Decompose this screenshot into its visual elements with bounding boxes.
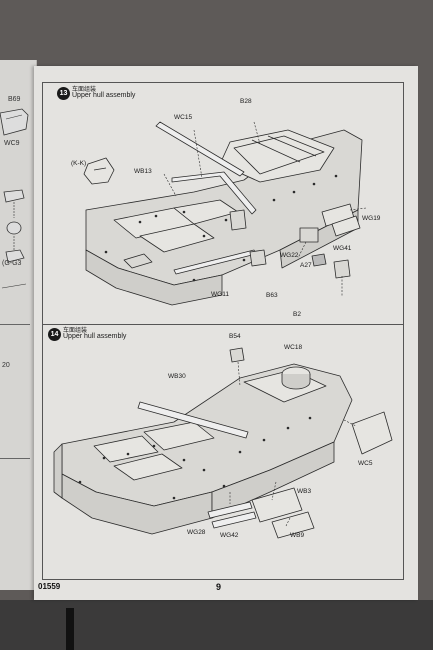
step-13-badge: 13 — [57, 87, 70, 100]
left-label-wc9: WC9 — [4, 140, 20, 147]
step-frame — [42, 82, 404, 580]
part-label-wg19: WG19 — [362, 215, 381, 222]
part-label-wg11: WG11 — [211, 291, 229, 298]
part-label-b63: B63 — [266, 292, 278, 299]
part-label-wb3: WB3 — [297, 488, 312, 495]
part-label-wb30: WB30 — [168, 373, 186, 380]
part-label-wg41: WG41 — [333, 245, 352, 252]
part-label-wg42: WG42 — [220, 532, 239, 539]
left-page: B69 WC9 (G-G3 20 — [0, 60, 37, 590]
part-label-k-k: (K-K) — [71, 160, 87, 167]
part-label-b54: B54 — [229, 333, 241, 340]
page-number: 9 — [216, 582, 222, 592]
part-label-wb13: WB13 — [134, 168, 152, 175]
left-part-drawing-2 — [1, 189, 27, 289]
left-part-drawing-1 — [0, 108, 29, 136]
step-13-title-cn: 车面组装 — [72, 87, 97, 93]
step-14-hull-drawing — [53, 347, 393, 539]
part-label-a27: A27 — [300, 262, 312, 269]
part-label-b28: B28 — [240, 98, 252, 105]
part-label-wb9: WB9 — [290, 532, 305, 539]
step-13-hull-drawing — [83, 121, 367, 306]
left-label-b69: B69 — [8, 96, 21, 103]
part-label-wg22: WG22 — [280, 252, 299, 259]
table-edge — [66, 608, 74, 650]
left-label-20: 20 — [2, 362, 10, 369]
part-label-wg28: WG28 — [187, 529, 206, 536]
step-14-badge: 14 — [48, 328, 61, 341]
part-label-b2: B2 — [293, 311, 301, 318]
left-divider — [0, 324, 30, 325]
left-label-g-g3: (G-G3 — [2, 260, 22, 267]
kit-code: 01559 — [38, 582, 61, 591]
step-14-title-cn: 车面组装 — [63, 328, 88, 334]
step-divider — [42, 324, 404, 325]
part-label-wc18: WC18 — [284, 344, 303, 351]
step-14-title-en: Upper hull assembly — [63, 333, 127, 340]
part-label-wc5: WC5 — [358, 460, 373, 467]
step-13-title-en: Upper hull assembly — [72, 92, 136, 99]
part-label-wc15: WC15 — [174, 114, 193, 121]
left-divider-2 — [0, 458, 30, 459]
table-surface — [0, 600, 433, 650]
